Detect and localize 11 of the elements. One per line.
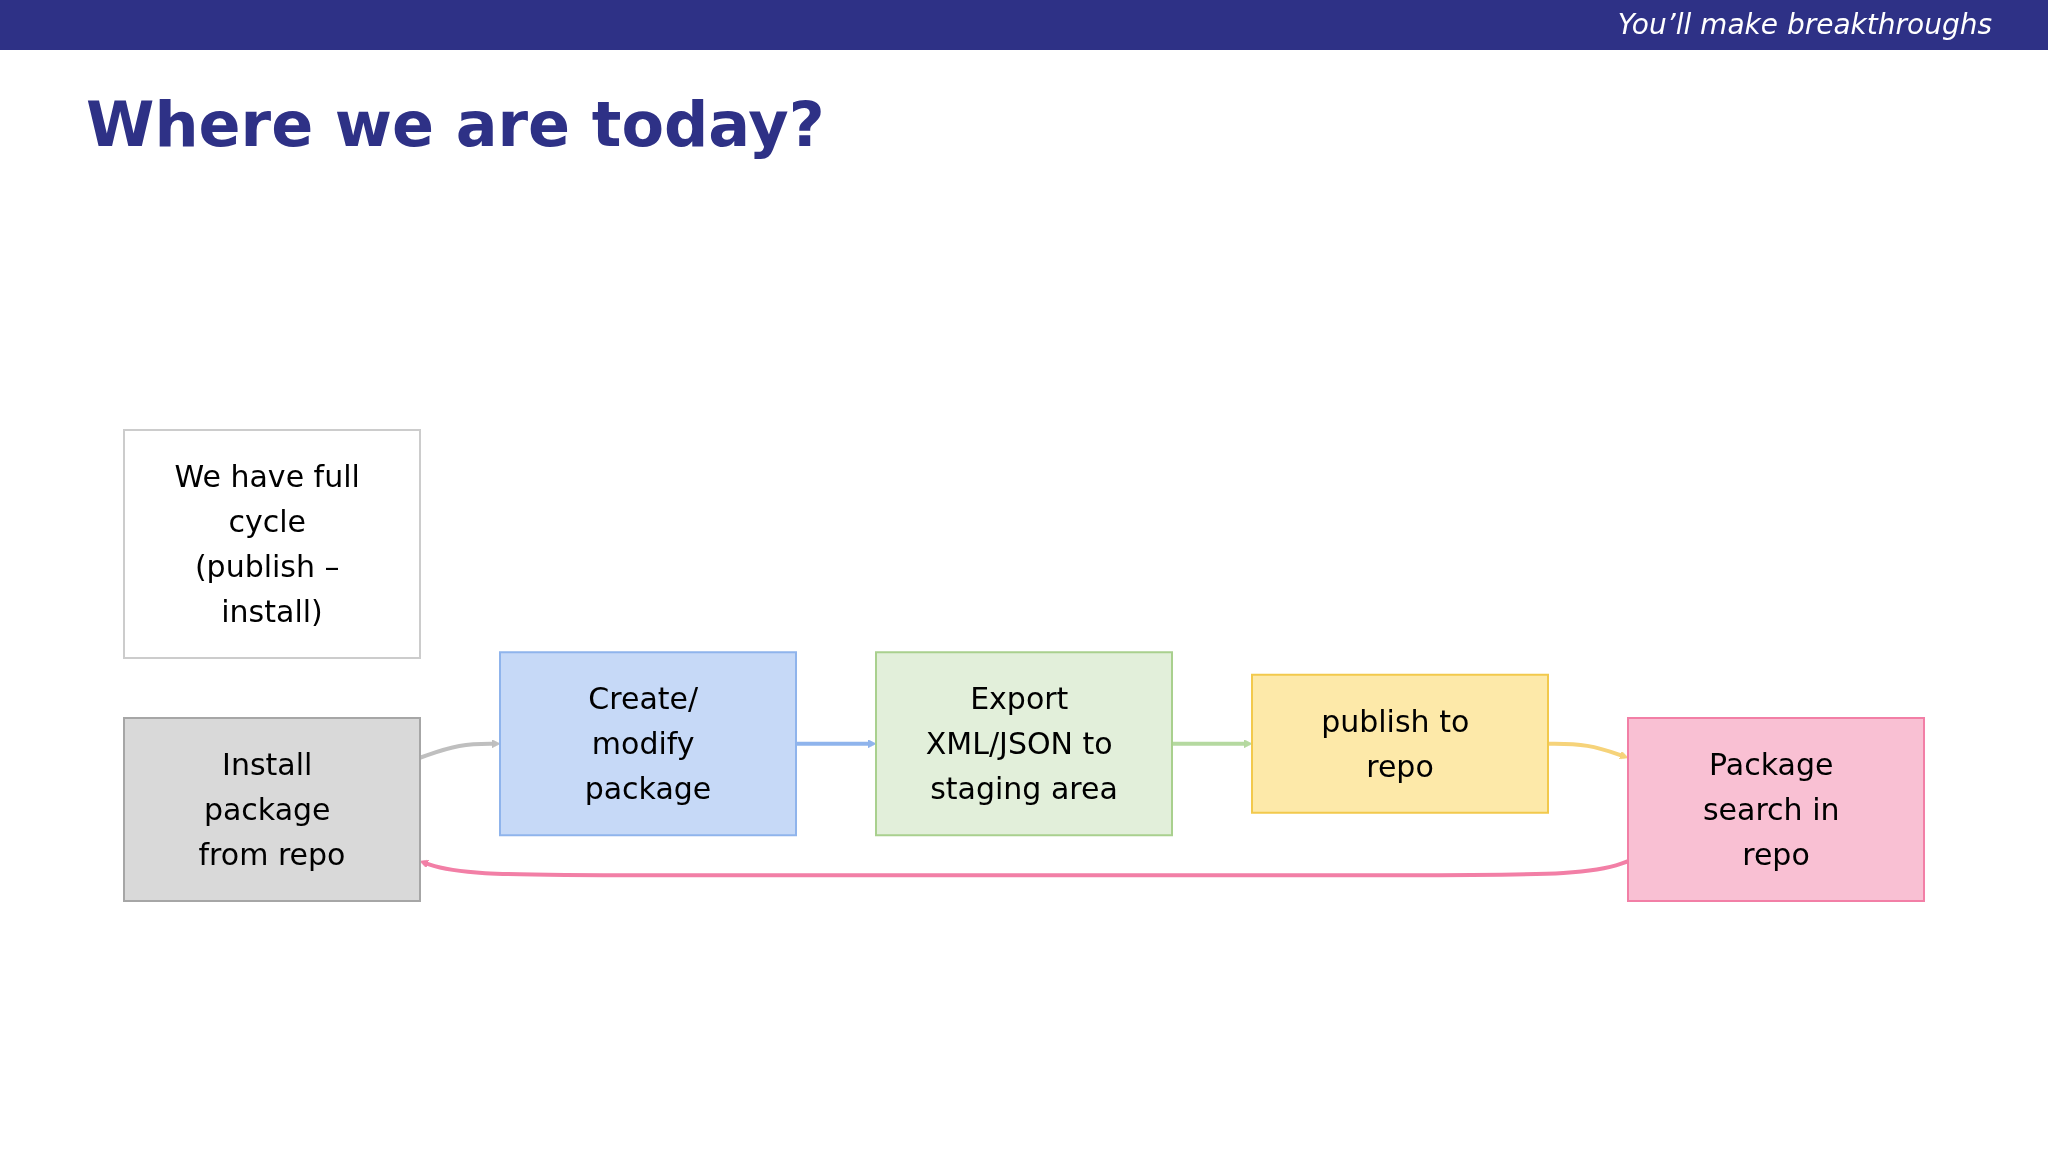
slide-title: Where we are today? [86, 88, 825, 161]
node-box: Install package from repo [123, 716, 421, 902]
node-box: We have full cycle (publish – install) [123, 428, 421, 659]
node-box: Export XML/JSON to staging area [875, 650, 1173, 836]
arrow [1172, 738, 1253, 748]
node-box: Create/ modify package [499, 650, 797, 836]
node-box: Package search in repo [1627, 716, 1925, 902]
tagline: You’ll make breakthroughs [1617, 8, 1992, 41]
arrow [1548, 741, 1629, 759]
node-box: publish to repo [1251, 673, 1549, 814]
arrow [796, 738, 877, 748]
